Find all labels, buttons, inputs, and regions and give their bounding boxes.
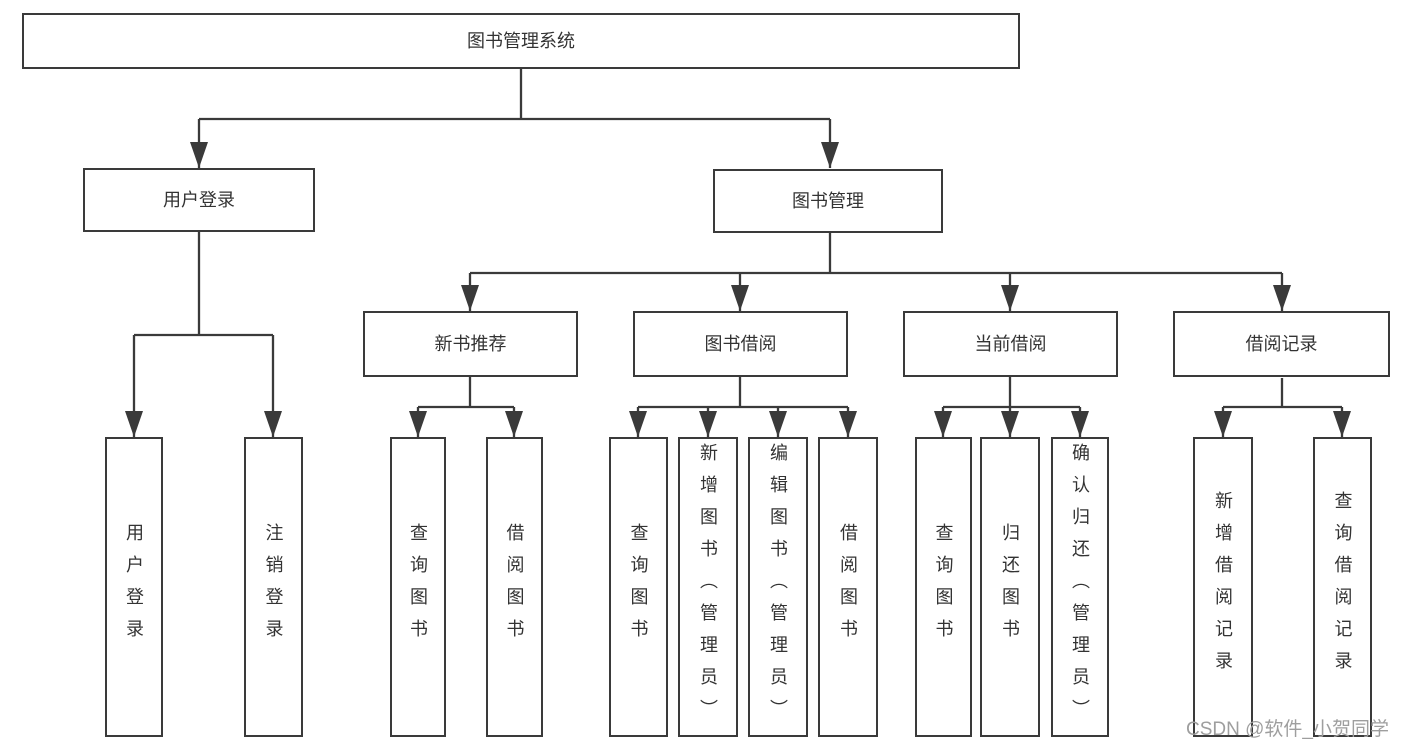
node-label: 图书管理系统 [467, 31, 575, 51]
arrow-down-icon [699, 411, 717, 437]
leaf-edit-book-admin: 编辑图书（管理员） [748, 437, 808, 737]
leaf-label: 确认归还（管理员） [1070, 443, 1090, 731]
leaf-label: 新增借阅记录 [1213, 491, 1233, 683]
arrow-down-icon [629, 411, 647, 437]
leaf-label: 注销登录 [263, 523, 284, 651]
node-library-management-system: 图书管理系统 [22, 13, 1020, 69]
leaf-add-book-admin: 新增图书（管理员） [678, 437, 738, 737]
arrow-down-icon [1273, 285, 1291, 311]
arrow-down-icon [125, 411, 143, 437]
arrow-down-icon [839, 411, 857, 437]
leaf-return-books: 归还图书 [980, 437, 1040, 737]
leaf-borrow-books: 借阅图书 [818, 437, 878, 737]
arrow-down-icon [934, 411, 952, 437]
arrow-down-icon [1001, 285, 1019, 311]
leaf-logout: 注销登录 [244, 437, 303, 737]
arrow-down-icon [1071, 411, 1089, 437]
node-user-login-group: 用户登录 [83, 168, 315, 232]
arrow-down-icon [505, 411, 523, 437]
arrow-down-icon [264, 411, 282, 437]
leaf-label: 借阅图书 [838, 523, 858, 651]
arrow-down-icon [769, 411, 787, 437]
leaf-label: 查询图书 [933, 523, 954, 651]
node-label: 新书推荐 [434, 334, 507, 354]
node-label: 图书管理 [792, 191, 864, 211]
arrow-down-icon [1333, 411, 1351, 437]
arrow-down-icon [1214, 411, 1232, 437]
leaf-borrow-books-recommend: 借阅图书 [486, 437, 543, 737]
arrow-down-icon [1001, 411, 1019, 437]
leaf-user-login: 用户登录 [105, 437, 163, 737]
arrow-down-icon [731, 285, 749, 311]
node-current-borrowing: 当前借阅 [903, 311, 1118, 377]
node-label: 图书借阅 [704, 334, 777, 354]
arrow-down-icon [190, 142, 208, 168]
arrow-down-icon [461, 285, 479, 311]
leaf-query-books-current: 查询图书 [915, 437, 972, 737]
leaf-query-borrow-record: 查询借阅记录 [1313, 437, 1372, 737]
connector-lines [132, 69, 1344, 437]
node-book-management: 图书管理 [713, 169, 943, 233]
node-label: 借阅记录 [1245, 334, 1318, 354]
leaf-query-books-borrow: 查询图书 [609, 437, 668, 737]
node-book-borrowing: 图书借阅 [633, 311, 848, 377]
leaf-label: 新增图书（管理员） [698, 443, 718, 731]
leaf-label: 查询图书 [628, 523, 649, 651]
arrow-down-icon [409, 411, 427, 437]
leaf-label: 归还图书 [1000, 523, 1020, 651]
leaf-label: 编辑图书（管理员） [768, 443, 788, 731]
node-new-book-recommend: 新书推荐 [363, 311, 578, 377]
node-label: 当前借阅 [974, 334, 1047, 354]
node-label: 用户登录 [163, 190, 235, 210]
csdn-watermark: CSDN @软件_小贺同学 [1186, 719, 1389, 740]
leaf-query-books-recommend: 查询图书 [390, 437, 446, 737]
leaf-label: 借阅图书 [504, 523, 525, 651]
node-borrowing-records: 借阅记录 [1173, 311, 1390, 377]
leaf-add-borrow-record: 新增借阅记录 [1193, 437, 1253, 737]
arrow-down-icon [821, 142, 839, 168]
leaf-confirm-return-admin: 确认归还（管理员） [1051, 437, 1109, 737]
leaf-label: 用户登录 [124, 523, 144, 651]
leaf-label: 查询图书 [408, 523, 428, 651]
leaf-label: 查询借阅记录 [1332, 491, 1353, 683]
